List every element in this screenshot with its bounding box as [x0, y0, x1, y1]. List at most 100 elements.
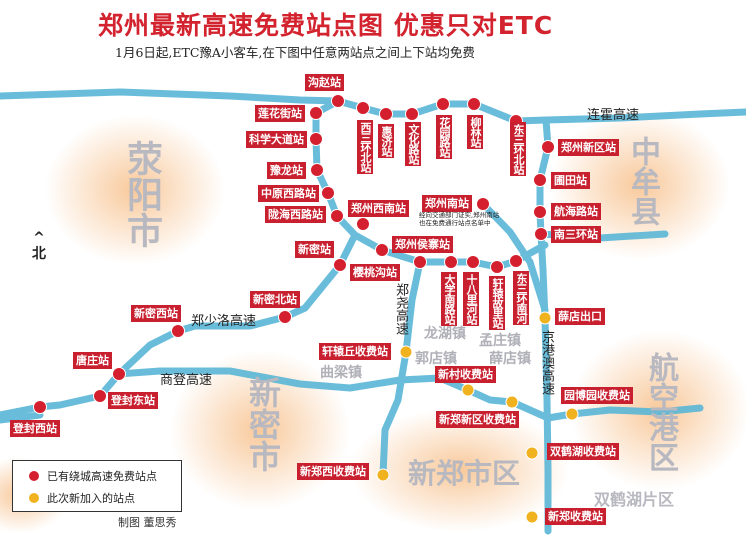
station-label[interactable]: 新密北站: [250, 291, 300, 308]
station-dot[interactable]: [171, 324, 185, 338]
station-dot[interactable]: [379, 107, 393, 121]
station-dot[interactable]: [538, 311, 552, 325]
station-dot[interactable]: [509, 254, 523, 268]
station-label[interactable]: 柳林站: [467, 115, 483, 149]
station-dot[interactable]: [309, 106, 323, 120]
station-label[interactable]: 郑州新区站: [558, 139, 619, 156]
station-label[interactable]: 南三环站: [551, 226, 601, 243]
station-label[interactable]: 登封西站: [10, 420, 60, 437]
station-label[interactable]: 新郑收费站: [545, 508, 606, 525]
station-dot[interactable]: [310, 163, 324, 177]
station-label[interactable]: 园博园收费站: [561, 387, 633, 404]
station-label[interactable]: 唐庄站: [73, 352, 112, 369]
station-dot[interactable]: [533, 173, 547, 187]
station-dot[interactable]: [466, 255, 480, 269]
station-dot[interactable]: [467, 97, 481, 111]
legend-label: 此次新加入的站点: [47, 492, 135, 505]
station-dot[interactable]: [461, 383, 475, 397]
station-label[interactable]: 中原西路站: [258, 185, 319, 202]
legend-label: 已有绕城高速免费站点: [47, 470, 157, 483]
station-label[interactable]: 莲花街站: [255, 105, 305, 122]
station-label[interactable]: 轩辕丘收费站: [319, 343, 391, 360]
station-dot[interactable]: [321, 186, 335, 200]
station-dot[interactable]: [533, 205, 547, 219]
station-label[interactable]: 新郑西收费站: [297, 463, 369, 480]
station-label[interactable]: 郑州南站: [422, 195, 472, 212]
station-dot[interactable]: [490, 260, 504, 274]
highway-label: 商登高速: [160, 373, 213, 388]
station-label[interactable]: 东三环南河: [513, 271, 529, 325]
station-dot[interactable]: [525, 510, 539, 524]
station-label[interactable]: 豫龙站: [267, 162, 306, 179]
station-dot[interactable]: [505, 395, 519, 409]
highway-label: 郑少洛高速: [191, 314, 257, 329]
station-label[interactable]: 惠济站: [378, 124, 394, 158]
station-dot[interactable]: [278, 310, 292, 324]
yellow-dot-icon: [29, 493, 39, 503]
station-label[interactable]: 陇海西路站: [265, 206, 326, 223]
station-dot[interactable]: [565, 407, 579, 421]
station-dot[interactable]: [356, 101, 370, 115]
map-credit: 制图 董思秀: [118, 516, 177, 529]
station-dot[interactable]: [33, 400, 47, 414]
station-label[interactable]: 十八里河站: [463, 272, 479, 326]
station-label[interactable]: 登封东站: [108, 392, 158, 409]
station-label[interactable]: 文化路站: [405, 122, 421, 166]
station-dot[interactable]: [413, 255, 427, 269]
station-label[interactable]: 郑州侯寨站: [392, 236, 453, 253]
station-label[interactable]: 新郑新区收费站: [436, 411, 519, 428]
station-dot[interactable]: [436, 97, 450, 111]
station-dot[interactable]: [112, 367, 126, 381]
station-dot[interactable]: [356, 217, 370, 231]
station-dot[interactable]: [476, 197, 490, 211]
station-label[interactable]: 大学南路站: [441, 272, 457, 326]
station-label[interactable]: 花园路站: [436, 115, 452, 159]
station-dot[interactable]: [399, 345, 413, 359]
station-dot[interactable]: [541, 140, 555, 154]
north-arrow-icon: ^: [33, 230, 45, 246]
station-label[interactable]: 新村收费站: [435, 366, 496, 383]
highway-line: [379, 258, 424, 479]
region-label: 双鹤湖片区: [594, 490, 675, 509]
region-label: 新密市: [244, 376, 282, 472]
station-label[interactable]: 轩辕故里站: [489, 276, 505, 330]
town-label: 薛店镇: [489, 351, 531, 367]
town-label: 龙湖镇: [424, 326, 466, 342]
station-label[interactable]: 樱桃沟站: [350, 264, 400, 281]
station-label[interactable]: 圃田站: [551, 172, 590, 189]
station-dot[interactable]: [525, 446, 539, 460]
station-label[interactable]: 郑州西南站: [348, 200, 409, 217]
station-dot[interactable]: [376, 468, 390, 482]
highway-label: 郑尧高速: [393, 283, 408, 335]
highway-line: [479, 200, 549, 314]
station-dot[interactable]: [93, 389, 107, 403]
station-dot[interactable]: [405, 107, 419, 121]
station-label[interactable]: 科学大道站: [246, 131, 307, 148]
north-label: 北: [32, 246, 46, 262]
red-dot-icon: [29, 471, 39, 481]
station-label[interactable]: 新密西站: [131, 305, 181, 322]
region-label: 荥阳市: [121, 140, 162, 248]
station-dot[interactable]: [330, 209, 344, 223]
station-dot[interactable]: [309, 132, 323, 146]
station-label[interactable]: 薛店出口: [555, 308, 605, 325]
station-dot[interactable]: [331, 94, 345, 108]
station-label[interactable]: 航海路站: [551, 203, 601, 220]
highway-label: 京港澳高速: [539, 330, 554, 395]
highway-line: [0, 411, 44, 424]
station-dot[interactable]: [534, 227, 548, 241]
station-label[interactable]: 西三环北站: [357, 120, 373, 174]
region-label: 新郑市区: [408, 457, 521, 490]
station-label[interactable]: 沟赵站: [305, 74, 344, 91]
station-dot[interactable]: [444, 255, 458, 269]
region-label: 航空港区: [643, 352, 678, 472]
station-label[interactable]: 东三环北站: [510, 122, 526, 176]
station-label[interactable]: 双鹤湖收费站: [547, 443, 619, 460]
station-dot[interactable]: [375, 243, 389, 257]
north-indicator: ^ 北: [32, 230, 46, 262]
station-dot[interactable]: [333, 258, 347, 272]
zhengzhou-south-note: 经向交通部门证实,郑州南站也在免费通行站点名单中: [419, 211, 500, 227]
legend-item-new: 此次新加入的站点: [29, 490, 135, 506]
station-label[interactable]: 新密站: [295, 241, 334, 258]
